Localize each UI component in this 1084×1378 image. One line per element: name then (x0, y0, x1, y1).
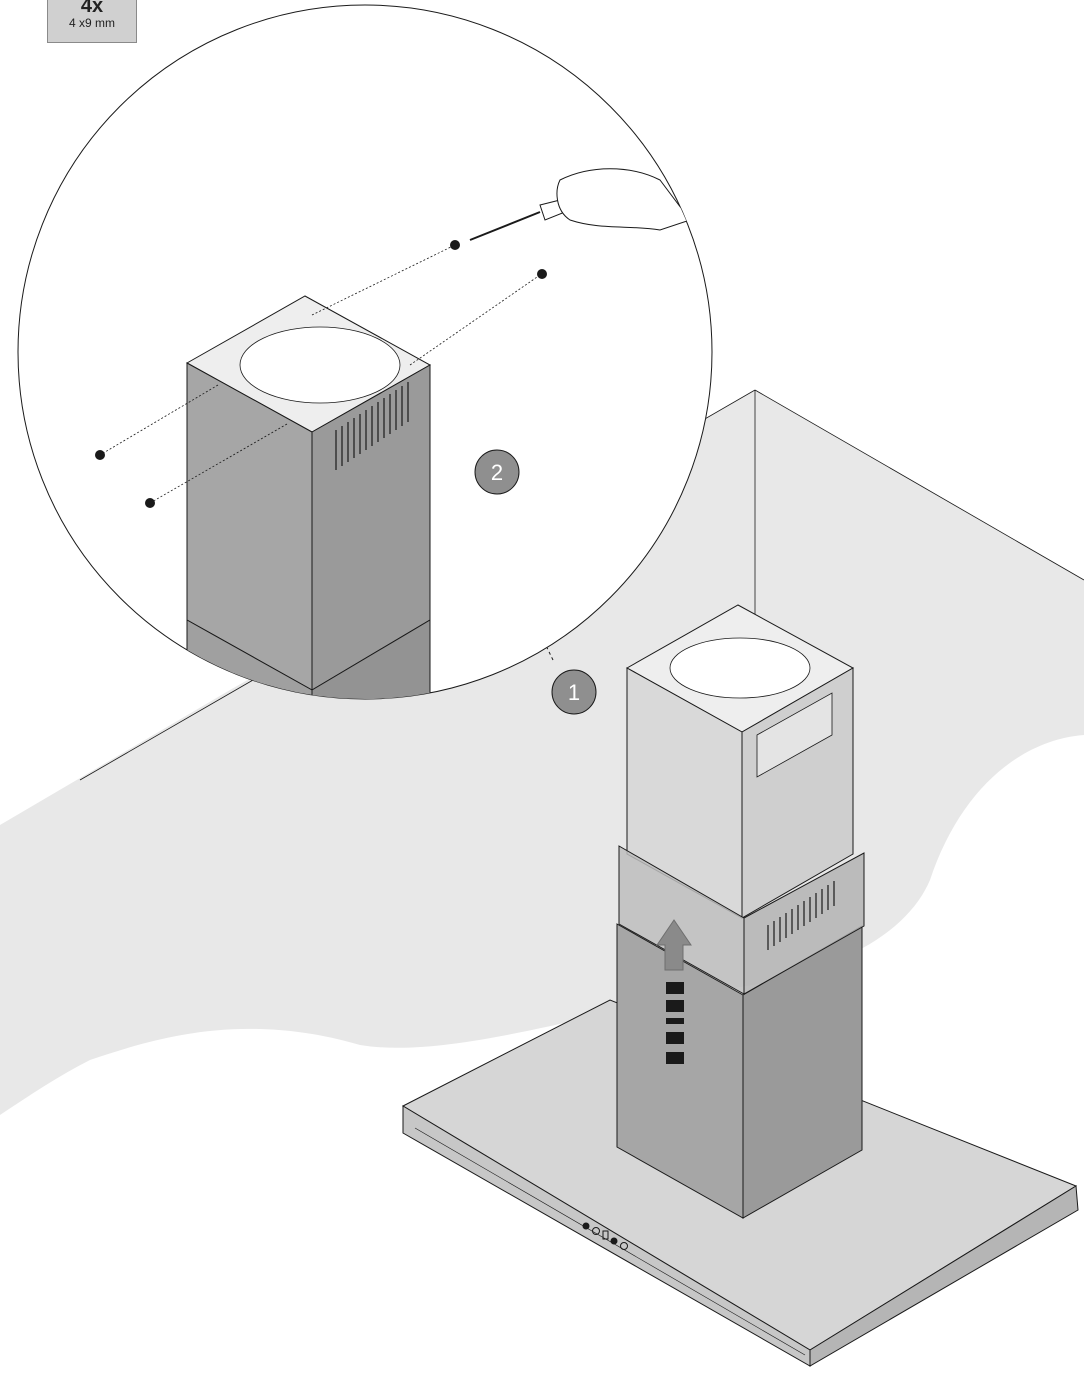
step-badge-1: 1 (551, 669, 597, 715)
detail-callout (17, 4, 713, 700)
upper-chimney-opening (669, 637, 811, 699)
control-button (582, 1222, 590, 1230)
control-button (620, 1242, 628, 1250)
control-display (602, 1230, 609, 1240)
screw-icon (95, 240, 547, 508)
screw-guides (99, 244, 541, 504)
wall-right-edge (754, 389, 1084, 581)
screw-quantity-badge: 4x 4 x9 mm (47, 0, 137, 43)
control-panel (582, 1222, 628, 1250)
screw-quantity: 4x (80, 0, 104, 17)
vent-slots (767, 881, 835, 950)
hood-canopy-side (809, 1185, 1079, 1367)
screw-size: 4 x9 mm (68, 16, 115, 30)
control-button (592, 1227, 600, 1235)
upward-arrow (656, 919, 692, 1064)
upper-chimney-cutout (756, 692, 833, 778)
step-badge-2: 2 (474, 449, 520, 495)
svg-text:2: 2 (491, 460, 503, 485)
screwdriver-hand-icon (469, 168, 691, 241)
hood-assembly (401, 604, 1079, 1367)
control-button (610, 1237, 618, 1245)
svg-text:1: 1 (568, 680, 580, 705)
